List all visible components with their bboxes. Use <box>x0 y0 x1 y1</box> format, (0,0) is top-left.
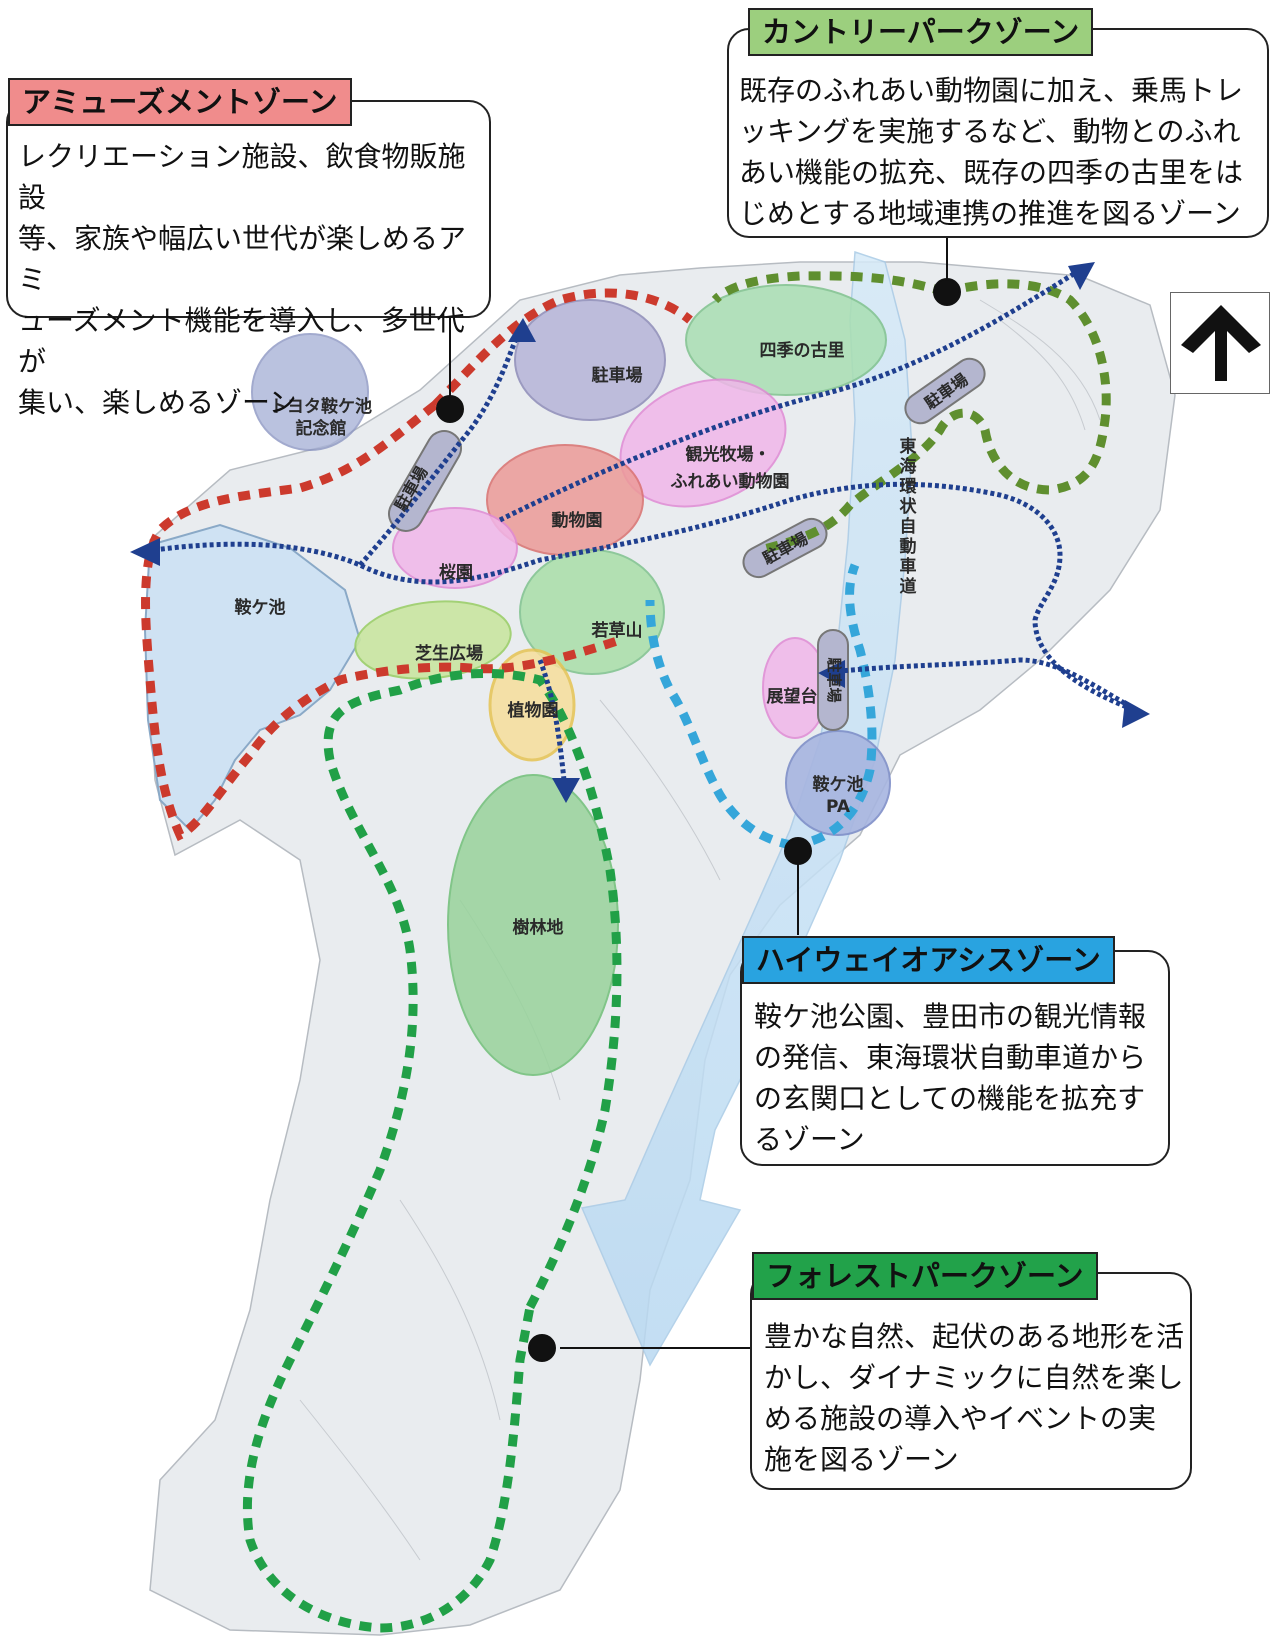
amusement-zone-callout: レクリエーション施設、飲食物販施設 等、家族や幅広い世代が楽しめるアミ ューズメ… <box>6 100 491 419</box>
forest-zone-title: フォレストパークゾーン <box>752 1252 1098 1300</box>
svg-text:車: 車 <box>900 556 917 577</box>
highway-zone-description: 鞍ケ池公園、豊田市の観光情報 の発信、東海環状自動車道から の玄関口としての機能… <box>754 1000 1147 1156</box>
highway-zone-callout: 鞍ケ池公園、豊田市の観光情報 の発信、東海環状自動車道から の玄関口としての機能… <box>740 950 1170 1166</box>
access-routes <box>139 267 1142 791</box>
svg-text:道: 道 <box>900 576 917 597</box>
route-arrowheads <box>130 262 1150 803</box>
pa-label: 鞍ケ池 <box>813 774 864 795</box>
north-arrow <box>1170 292 1270 394</box>
contour-lines <box>299 299 1101 1561</box>
highway-zone-boundary <box>645 563 877 850</box>
north-arrow-icon <box>1181 305 1261 381</box>
highway-road-label: 東 海 環 状 自 動 車 道 <box>900 436 918 597</box>
country-zone-boundary <box>711 271 1111 555</box>
forest-zone-description: 豊かな自然、起伏のある地形を活 かし、ダイナミックに自然を楽し める施設の導入や… <box>764 1320 1185 1476</box>
memorial-label: トヨタ鞍ケ池 <box>270 396 372 417</box>
country-zone-description: 既存のふれあい動物園に加え、乗馬トレ ッキングを実施するなど、動物とのふれ あい… <box>739 74 1244 230</box>
parking-top-label: 駐車場 <box>592 365 643 386</box>
ranch-label-2: ふれあい動物園 <box>671 471 790 492</box>
country-zone-callout: 既存のふれあい動物園に加え、乗馬トレ ッキングを実施するなど、動物とのふれ あい… <box>727 28 1269 238</box>
zoo-label: 動物園 <box>552 510 603 531</box>
svg-text:状: 状 <box>900 496 918 517</box>
svg-text:動: 動 <box>900 536 917 557</box>
parking-east-label: 駐車場 <box>825 657 843 702</box>
highway-zone-title: ハイウェイオアシスゾーン <box>742 936 1115 984</box>
svg-text:海: 海 <box>900 456 917 477</box>
callout-connectors <box>436 236 961 1362</box>
svg-text:環: 環 <box>900 477 918 497</box>
forest-label: 樹林地 <box>513 917 564 938</box>
pond-label: 鞍ケ池 <box>235 597 286 618</box>
amusement-zone-title: アミューズメントゾーン <box>8 78 352 126</box>
pa-label-2: PA <box>826 797 851 817</box>
facility-areas <box>251 284 986 1076</box>
memorial-label-2: 記念館 <box>296 418 347 439</box>
country-zone-title: カントリーパークゾーン <box>748 8 1094 56</box>
forest-zone-callout: 豊かな自然、起伏のある地形を活 かし、ダイナミックに自然を楽し める施設の導入や… <box>750 1272 1192 1490</box>
pond-water <box>143 523 362 832</box>
svg-text:自: 自 <box>900 516 917 537</box>
sakura-label: 桜園 <box>439 562 473 583</box>
observatory-label: 展望台 <box>767 686 818 707</box>
amusement-zone-boundary <box>141 288 693 842</box>
forest-zone-boundary <box>242 668 622 1633</box>
lawn-label: 芝生広場 <box>415 643 483 664</box>
botanical-label: 植物園 <box>508 700 559 721</box>
wakakusa-label: 若草山 <box>591 620 643 641</box>
svg-text:東: 東 <box>900 436 917 457</box>
amusement-zone-description: レクリエーション施設、飲食物販施設 等、家族や幅広い世代が楽しめるアミ ューズメ… <box>18 140 467 419</box>
ranch-label: 観光牧場・ <box>686 444 771 465</box>
shiki-label: 四季の古里 <box>760 340 845 361</box>
